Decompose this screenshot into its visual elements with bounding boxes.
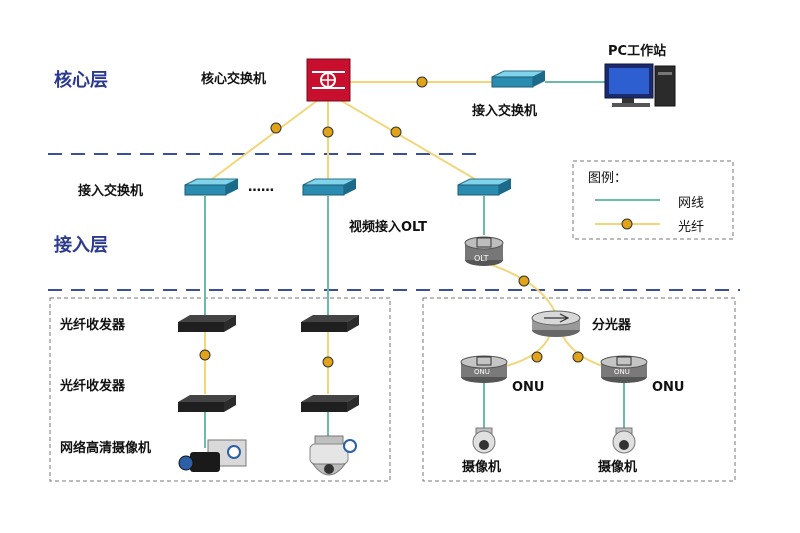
olt-device-icon	[464, 236, 504, 266]
camera-right-label: 摄像机	[598, 460, 638, 475]
legend-fiber-connector-icon	[621, 218, 633, 230]
onu-right-label: ONU	[652, 380, 685, 395]
fiber-core-to-right-switch	[339, 99, 481, 183]
legend-fiber-label: 光纤	[678, 220, 705, 235]
fiber-connector-icon	[390, 126, 402, 138]
access-switch-left-icon	[184, 178, 239, 196]
fiber-connector-icon	[572, 351, 584, 363]
fiber-connector-icon	[322, 126, 334, 138]
core-switch-icon	[306, 58, 351, 102]
splitter-label: 分光器	[592, 318, 632, 333]
fiber-connector-icon	[270, 122, 282, 134]
onu-left-icon	[460, 355, 508, 383]
access-switch-top-label: 接入交换机	[472, 104, 538, 119]
legend-cable-label: 网线	[678, 196, 705, 211]
dome-camera-mid-icon	[309, 435, 357, 476]
onu-badge-left: ONU	[474, 368, 490, 376]
onu-badge-right: ONU	[614, 368, 630, 376]
access-switch-mid-icon	[302, 178, 357, 196]
fiber-splitter-to-onu-right	[561, 334, 607, 368]
hd-camera-label: 网络高清摄像机	[60, 441, 152, 456]
olt-badge: OLT	[474, 254, 489, 263]
core-switch-label: 核心交换机	[201, 72, 267, 87]
dome-camera-right-icon	[612, 427, 636, 454]
left-terminal-box	[49, 297, 391, 482]
fiber-core-to-left-switch	[207, 99, 319, 183]
transceiver-icon	[301, 315, 359, 332]
pc-workstation-icon	[604, 63, 676, 107]
dome-camera-left-icon	[472, 427, 496, 454]
onu-left-label: ONU	[512, 380, 545, 395]
box-camera-icon	[178, 439, 247, 472]
access-switch-top-icon	[491, 70, 546, 88]
splitter-icon	[531, 310, 581, 337]
fiber-connector-icon	[322, 356, 334, 368]
fiber-connector-icon	[199, 349, 211, 361]
ellipsis-label: ……	[248, 180, 274, 195]
fiber-connector-markers	[199, 76, 584, 368]
access-switch-right-icon	[457, 178, 512, 196]
pc-workstation-label: PC工作站	[608, 44, 667, 59]
onu-right-icon	[600, 355, 648, 383]
fiber-splitter-to-onu-left	[501, 334, 551, 368]
legend-box	[572, 160, 734, 240]
video-olt-label: 视频接入OLT	[349, 220, 428, 235]
transceiver-icon	[178, 395, 236, 412]
layer-core-label: 核心层	[54, 70, 108, 91]
fiber-olt-to-splitter	[482, 261, 556, 313]
fiber-connector-icon	[518, 275, 530, 287]
fiber-connector-icon	[531, 351, 543, 363]
transceiver-icon	[301, 395, 359, 412]
transceiver-label-2: 光纤收发器	[60, 379, 126, 394]
right-terminal-box	[422, 297, 736, 482]
fiber-connector-icon	[416, 76, 428, 88]
camera-left-label: 摄像机	[462, 460, 502, 475]
layer-access-label: 接入层	[54, 235, 108, 256]
access-switch-left-label: 接入交换机	[78, 184, 144, 199]
transceiver-icon	[178, 315, 236, 332]
transceiver-label-1: 光纤收发器	[60, 318, 126, 333]
legend-title: 图例：	[588, 171, 628, 186]
